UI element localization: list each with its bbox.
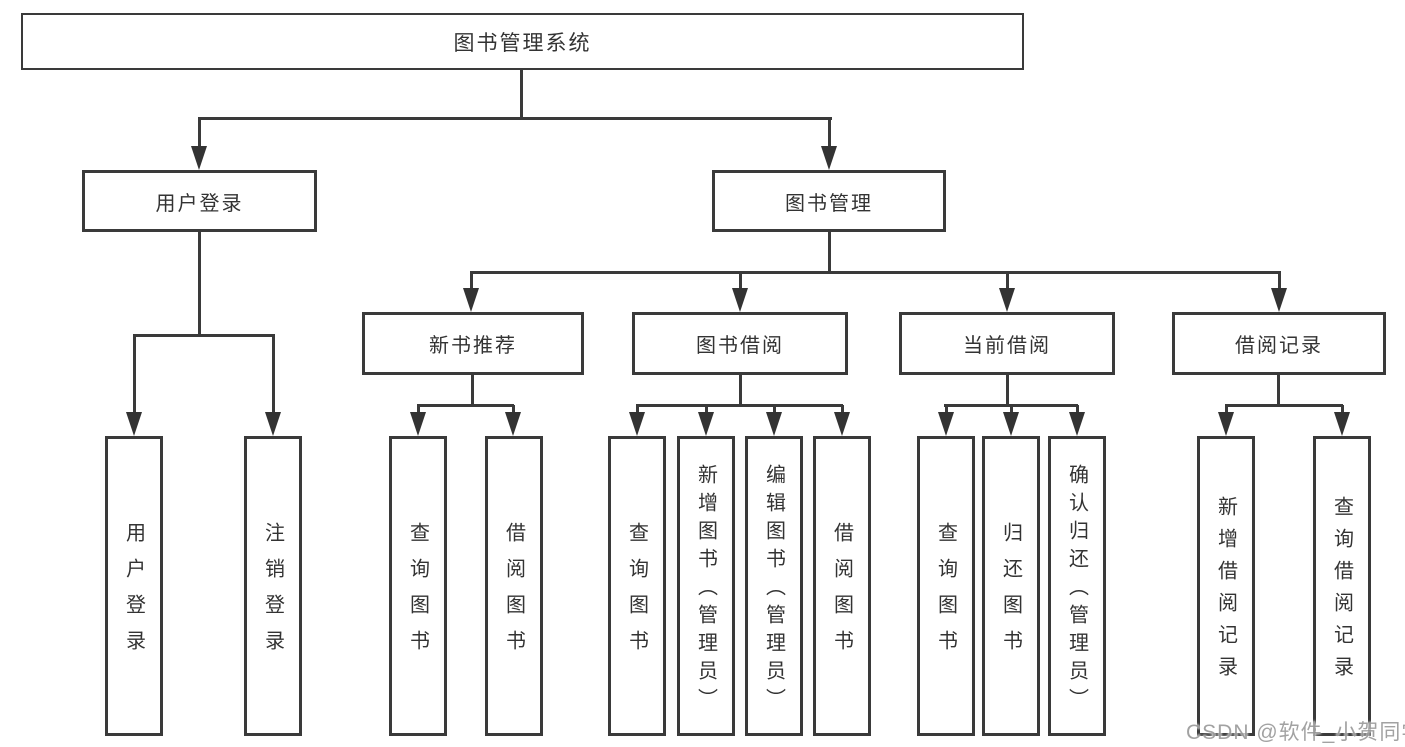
leaf-add-borrow-record: 新增借阅记录 bbox=[1197, 436, 1255, 736]
connector-line bbox=[739, 273, 742, 293]
connector-line bbox=[828, 118, 831, 152]
arrowhead-down-icon bbox=[1334, 412, 1350, 436]
arrowhead-down-icon bbox=[1271, 288, 1287, 312]
connector-line bbox=[470, 273, 473, 293]
node-user-login: 用户登录 bbox=[82, 170, 317, 232]
csdn-watermark: CSDN @软件_小贺同学 bbox=[1186, 721, 1405, 744]
connector-line bbox=[1277, 375, 1280, 406]
arrowhead-down-icon bbox=[505, 412, 521, 436]
connector-line bbox=[417, 404, 514, 407]
connector-line bbox=[1006, 375, 1009, 406]
arrowhead-down-icon bbox=[126, 412, 142, 436]
connector-line bbox=[1278, 273, 1281, 293]
leaf-confirm-return-admin: 确认归还（管理员） bbox=[1048, 436, 1106, 736]
arrowhead-down-icon bbox=[821, 146, 837, 170]
arrowhead-down-icon bbox=[938, 412, 954, 436]
connector-line bbox=[1006, 273, 1009, 293]
leaf-return-books: 归还图书 bbox=[982, 436, 1040, 736]
leaf-query-books-current: 查询图书 bbox=[917, 436, 975, 736]
node-borrow-records: 借阅记录 bbox=[1172, 312, 1386, 375]
arrowhead-down-icon bbox=[410, 412, 426, 436]
connector-line bbox=[1076, 405, 1079, 415]
connector-line bbox=[636, 405, 639, 415]
connector-line bbox=[1341, 405, 1344, 415]
arrowhead-down-icon bbox=[1218, 412, 1234, 436]
node-new-book-recommend: 新书推荐 bbox=[362, 312, 584, 375]
connector-line bbox=[471, 375, 474, 406]
leaf-borrow-books: 借阅图书 bbox=[813, 436, 871, 736]
arrowhead-down-icon bbox=[999, 288, 1015, 312]
arrowhead-down-icon bbox=[766, 412, 782, 436]
arrowhead-down-icon bbox=[629, 412, 645, 436]
node-book-borrow: 图书借阅 bbox=[632, 312, 848, 375]
connector-line bbox=[133, 336, 136, 416]
arrowhead-down-icon bbox=[732, 288, 748, 312]
arrowhead-down-icon bbox=[1069, 412, 1085, 436]
connector-line bbox=[705, 405, 708, 415]
connector-line bbox=[739, 375, 742, 406]
connector-line bbox=[1010, 405, 1013, 415]
arrowhead-down-icon bbox=[265, 412, 281, 436]
arrowhead-down-icon bbox=[1003, 412, 1019, 436]
connector-line bbox=[133, 334, 275, 337]
connector-line bbox=[512, 405, 515, 415]
leaf-query-books-recommend: 查询图书 bbox=[389, 436, 447, 736]
connector-line bbox=[636, 404, 843, 407]
leaf-logout: 注销登录 bbox=[244, 436, 302, 736]
connector-line bbox=[272, 336, 275, 416]
arrowhead-down-icon bbox=[698, 412, 714, 436]
leaf-query-books-borrow: 查询图书 bbox=[608, 436, 666, 736]
connector-line bbox=[520, 70, 523, 119]
connector-line bbox=[1225, 404, 1343, 407]
connector-line bbox=[198, 117, 832, 120]
connector-line bbox=[198, 232, 201, 336]
node-book-management: 图书管理 bbox=[712, 170, 946, 232]
node-current-borrow: 当前借阅 bbox=[899, 312, 1115, 375]
leaf-add-books-admin: 新增图书（管理员） bbox=[677, 436, 735, 736]
connector-line bbox=[773, 405, 776, 415]
connector-line bbox=[417, 405, 420, 415]
connector-line bbox=[841, 405, 844, 415]
leaf-borrow-books-recommend: 借阅图书 bbox=[485, 436, 543, 736]
connector-line bbox=[828, 232, 831, 274]
connector-line bbox=[198, 118, 201, 152]
leaf-user-login: 用户登录 bbox=[105, 436, 163, 736]
connector-line bbox=[945, 405, 948, 415]
arrowhead-down-icon bbox=[834, 412, 850, 436]
arrowhead-down-icon bbox=[191, 146, 207, 170]
connector-line bbox=[470, 271, 1281, 274]
arrowhead-down-icon bbox=[463, 288, 479, 312]
leaf-edit-books-admin: 编辑图书（管理员） bbox=[745, 436, 803, 736]
node-library-system: 图书管理系统 bbox=[21, 13, 1024, 70]
connector-line bbox=[1225, 405, 1228, 415]
leaf-query-borrow-record: 查询借阅记录 bbox=[1313, 436, 1371, 736]
